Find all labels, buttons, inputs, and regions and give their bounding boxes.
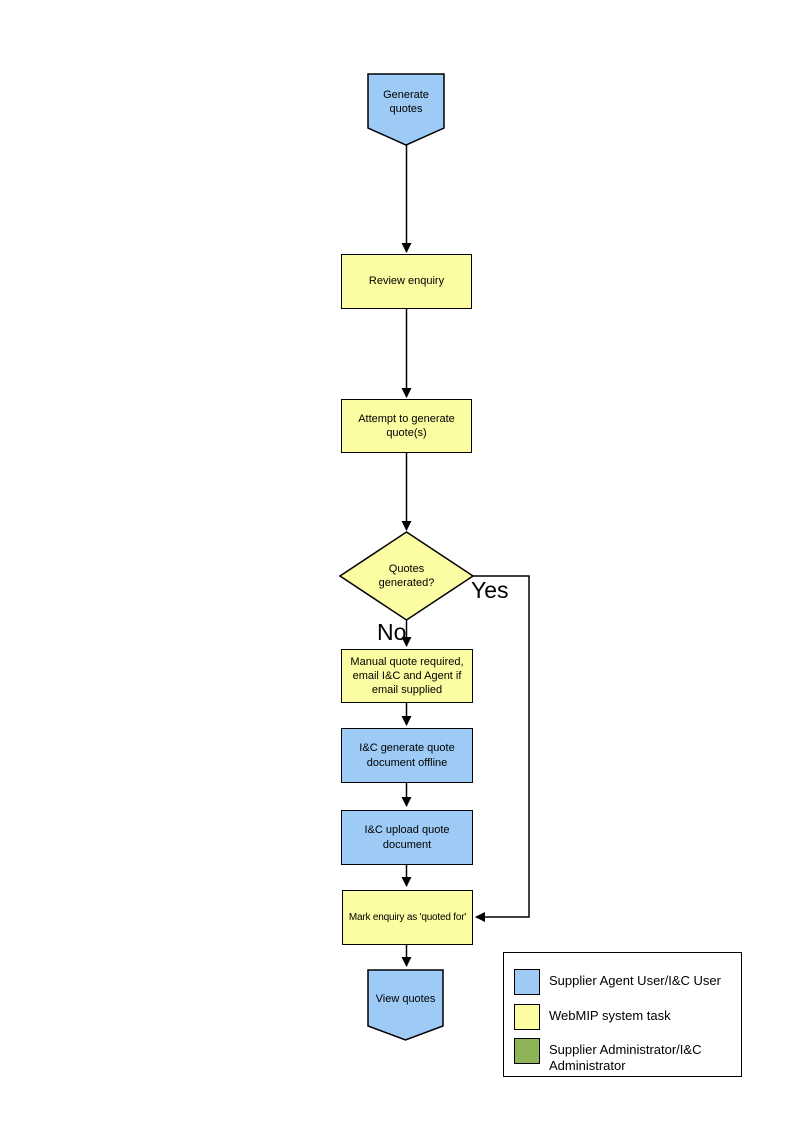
legend-item: Supplier Agent User/I&C User [514, 969, 735, 995]
node-manual-quote-required-label: Manual quote required, email I&C and Age… [350, 655, 464, 697]
legend-item-label: Supplier Administrator/I&C Administrator [549, 1042, 702, 1074]
legend-item: WebMIP system task [514, 1004, 735, 1030]
edge-label-yes: Yes [471, 577, 509, 603]
legend-swatch-green [514, 1038, 540, 1064]
node-review-enquiry-label: Review enquiry [368, 275, 445, 288]
legend-item: Supplier Administrator/I&C Administrator [514, 1038, 735, 1075]
start-terminator-shape [367, 73, 445, 146]
node-ic-upload-document-label: I&C upload quote document [364, 824, 450, 851]
legend-item-label: WebMIP system task [549, 1008, 671, 1023]
legend-item-label: Supplier Agent User/I&C User [549, 973, 721, 988]
node-mark-quoted-for: Mark enquiry as 'quoted for' [342, 890, 473, 945]
node-manual-quote-required: Manual quote required, email I&C and Age… [341, 649, 473, 703]
node-ic-upload-document: I&C upload quote document [341, 810, 473, 865]
connector-decision-yes-to-mark [473, 575, 530, 922]
legend-swatch-yellow [514, 1004, 540, 1030]
decision-diamond-shape [338, 531, 475, 621]
node-review-enquiry: Review enquiry [341, 254, 472, 309]
node-ic-generate-offline-label: I&C generate quote document offline [359, 742, 455, 769]
edge-label-no: No [377, 619, 407, 645]
node-attempt-generate-quotes-label: Attempt to generate quote(s) [358, 412, 455, 439]
node-attempt-generate-quotes: Attempt to generate quote(s) [341, 399, 472, 453]
legend: Supplier Agent User/I&C User WebMIP syst… [503, 952, 742, 1077]
end-terminator-shape [367, 969, 444, 1041]
node-ic-generate-offline: I&C generate quote document offline [341, 728, 473, 783]
legend-swatch-blue [514, 969, 540, 995]
node-mark-quoted-for-label: Mark enquiry as 'quoted for' [348, 912, 467, 923]
